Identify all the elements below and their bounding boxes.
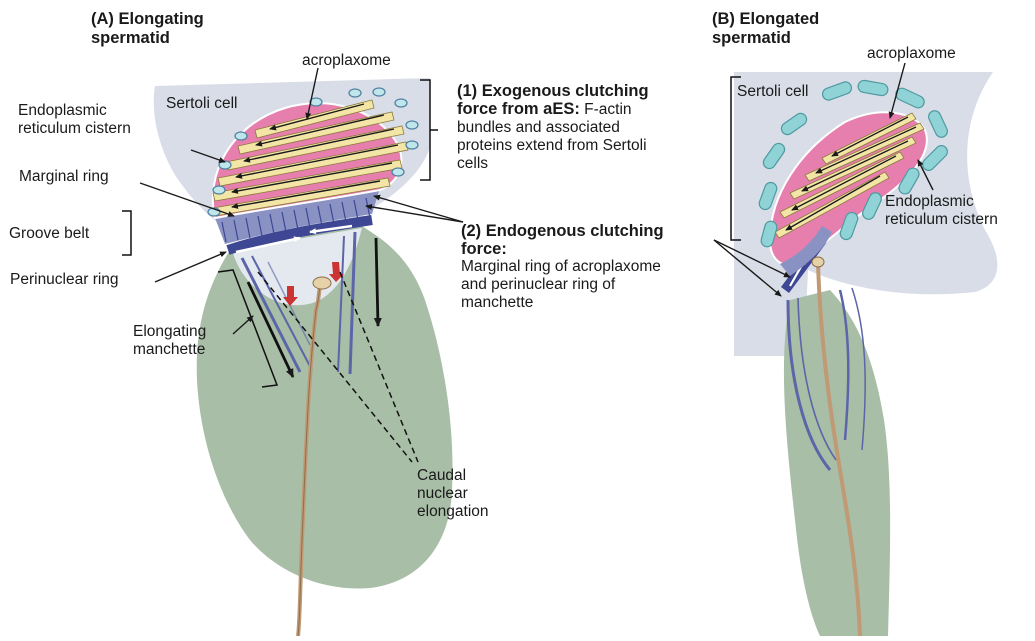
label-er-a-line1: Endoplasmic bbox=[18, 102, 131, 120]
label-caudal-elongation: Caudal nuclear elongation bbox=[417, 467, 489, 521]
exogenous-desc-start: F-actin bbox=[580, 101, 632, 118]
endogenous-title-line1: (2) Endogenous clutching bbox=[461, 222, 664, 240]
panel-b-title-line2: spermatid bbox=[712, 29, 819, 48]
endogenous-desc-line1: Marginal ring of acroplaxome bbox=[461, 258, 664, 276]
endogenous-desc-line3: manchette bbox=[461, 294, 664, 312]
label-er-a-line2: reticulum cistern bbox=[18, 120, 131, 138]
label-er-b-line2: reticulum cistern bbox=[885, 211, 998, 229]
label-marginal-ring: Marginal ring bbox=[19, 168, 109, 186]
endogenous-title-line2: force: bbox=[461, 240, 664, 258]
label-er-b-line1: Endoplasmic bbox=[885, 193, 998, 211]
exogenous-desc-line1: bundles and associated bbox=[457, 119, 649, 137]
label-manchette: Elongating manchette bbox=[133, 323, 206, 359]
label-acroplaxome-a: acroplaxome bbox=[302, 52, 391, 70]
label-caudal-line1: Caudal bbox=[417, 467, 489, 485]
label-sertoli-b: Sertoli cell bbox=[737, 83, 809, 101]
label-er-b: Endoplasmic reticulum cistern bbox=[885, 193, 998, 229]
label-caudal-line3: elongation bbox=[417, 503, 489, 521]
panel-b-title-line1: (B) Elongated bbox=[712, 10, 819, 29]
label-groove-belt: Groove belt bbox=[9, 225, 89, 243]
panel-a-title-line2: spermatid bbox=[91, 29, 204, 48]
panel-b-illustration bbox=[731, 72, 997, 636]
label-acroplaxome-b: acroplaxome bbox=[867, 45, 956, 63]
exogenous-desc-line3: cells bbox=[457, 155, 649, 173]
label-er-a: Endoplasmic reticulum cistern bbox=[18, 102, 131, 138]
label-caudal-line2: nuclear bbox=[417, 485, 489, 503]
exogenous-title-line1: (1) Exogenous clutching bbox=[457, 82, 649, 100]
panel-a-title-line1: (A) Elongating bbox=[91, 10, 204, 29]
exogenous-title-line2: force from aES: bbox=[457, 100, 580, 118]
exogenous-force-text: (1) Exogenous clutching force from aES: … bbox=[457, 82, 649, 173]
label-perinuclear-ring: Perinuclear ring bbox=[10, 271, 119, 289]
endogenous-force-text: (2) Endogenous clutching force: Marginal… bbox=[461, 222, 664, 312]
label-manchette-line1: Elongating bbox=[133, 323, 206, 341]
label-manchette-line2: manchette bbox=[133, 341, 206, 359]
endogenous-desc-line2: and perinuclear ring of bbox=[461, 276, 664, 294]
panel-b-title: (B) Elongated spermatid bbox=[712, 10, 819, 48]
label-sertoli-a: Sertoli cell bbox=[166, 95, 238, 113]
exogenous-desc-line2: proteins extend from Sertoli bbox=[457, 137, 649, 155]
panel-a-title: (A) Elongating spermatid bbox=[91, 10, 204, 48]
